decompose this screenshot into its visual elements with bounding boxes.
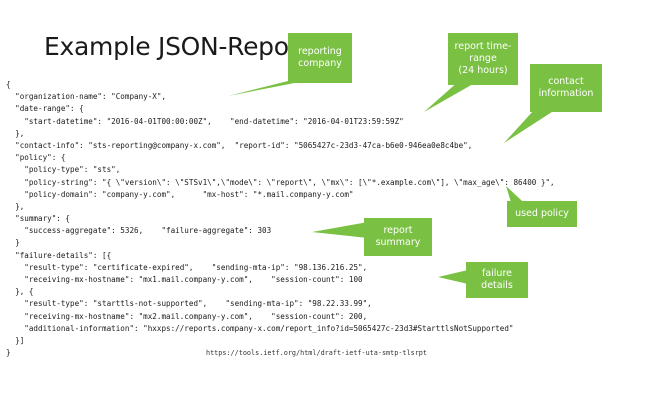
code-line: {: [6, 80, 11, 89]
callout-text: failure: [481, 268, 512, 279]
code-line: "result-type": "starttls-not-supported",…: [6, 299, 372, 309]
reporting-company-callout: reporting company: [288, 33, 352, 83]
code-line: "receiving-mx-hostname": "mx1.mail.compa…: [6, 275, 363, 284]
callout-text: summary: [375, 237, 421, 248]
code-line: }]: [6, 335, 25, 345]
code-line: "organization-name": "Company-X",: [6, 92, 167, 102]
used-policy-callout: used policy: [507, 201, 577, 227]
code-line: },: [6, 201, 25, 211]
code-line: }: [6, 348, 11, 358]
code-line: "policy-type": "sts",: [6, 165, 121, 175]
callout-text: reporting: [298, 46, 342, 57]
callout-text: information: [538, 88, 594, 99]
code-line: }, {: [6, 287, 34, 297]
failure-details-callout: failure details: [466, 262, 528, 298]
code-line: "receiving-mx-hostname": "mx2.mail.compa…: [6, 311, 368, 321]
code-line: "failure-details": [{: [6, 250, 112, 260]
code-line: "policy": {: [6, 153, 66, 163]
code-line: "summary": {: [6, 214, 71, 224]
callout-text: report time-: [454, 41, 512, 52]
code-line: "date-range": {: [6, 104, 84, 114]
code-line: "additional-information": "hxxps://repor…: [6, 323, 514, 333]
source-link[interactable]: https://tools.ietf.org/html/draft-ietf-u…: [206, 349, 427, 357]
callout-text: report: [383, 225, 413, 236]
report-summary-callout: report summary: [364, 218, 432, 256]
code-line: "policy-string": "{ \"version\": \"STSv1…: [6, 177, 555, 187]
callout-text: range: [469, 53, 497, 64]
callout-text: used policy: [515, 208, 569, 219]
code-line: "contact-info": "sts-reporting@company-x…: [6, 140, 473, 150]
code-line: }: [6, 238, 20, 248]
callout-text: company: [298, 58, 342, 69]
code-line: "result-type": "certificate-expired", "s…: [6, 262, 368, 272]
callout-text: contact: [548, 76, 584, 87]
callout-text: details: [481, 280, 513, 291]
contact-information-callout: contact information: [530, 64, 602, 112]
callout-text: (24 hours): [458, 65, 508, 76]
code-line: "policy-domain": "company-y.com", "mx-ho…: [6, 189, 354, 199]
code-line: "success-aggregate": 5326, "failure-aggr…: [6, 226, 272, 236]
time-range-callout: report time- range (24 hours): [448, 33, 518, 85]
page-title: Example JSON-Report: [44, 32, 309, 61]
code-line: },: [6, 128, 25, 138]
json-report-code: { "organization-name": "Company-X", "dat…: [6, 79, 555, 359]
code-line: "start-datetime": "2016-04-01T00:00:00Z"…: [6, 116, 404, 126]
